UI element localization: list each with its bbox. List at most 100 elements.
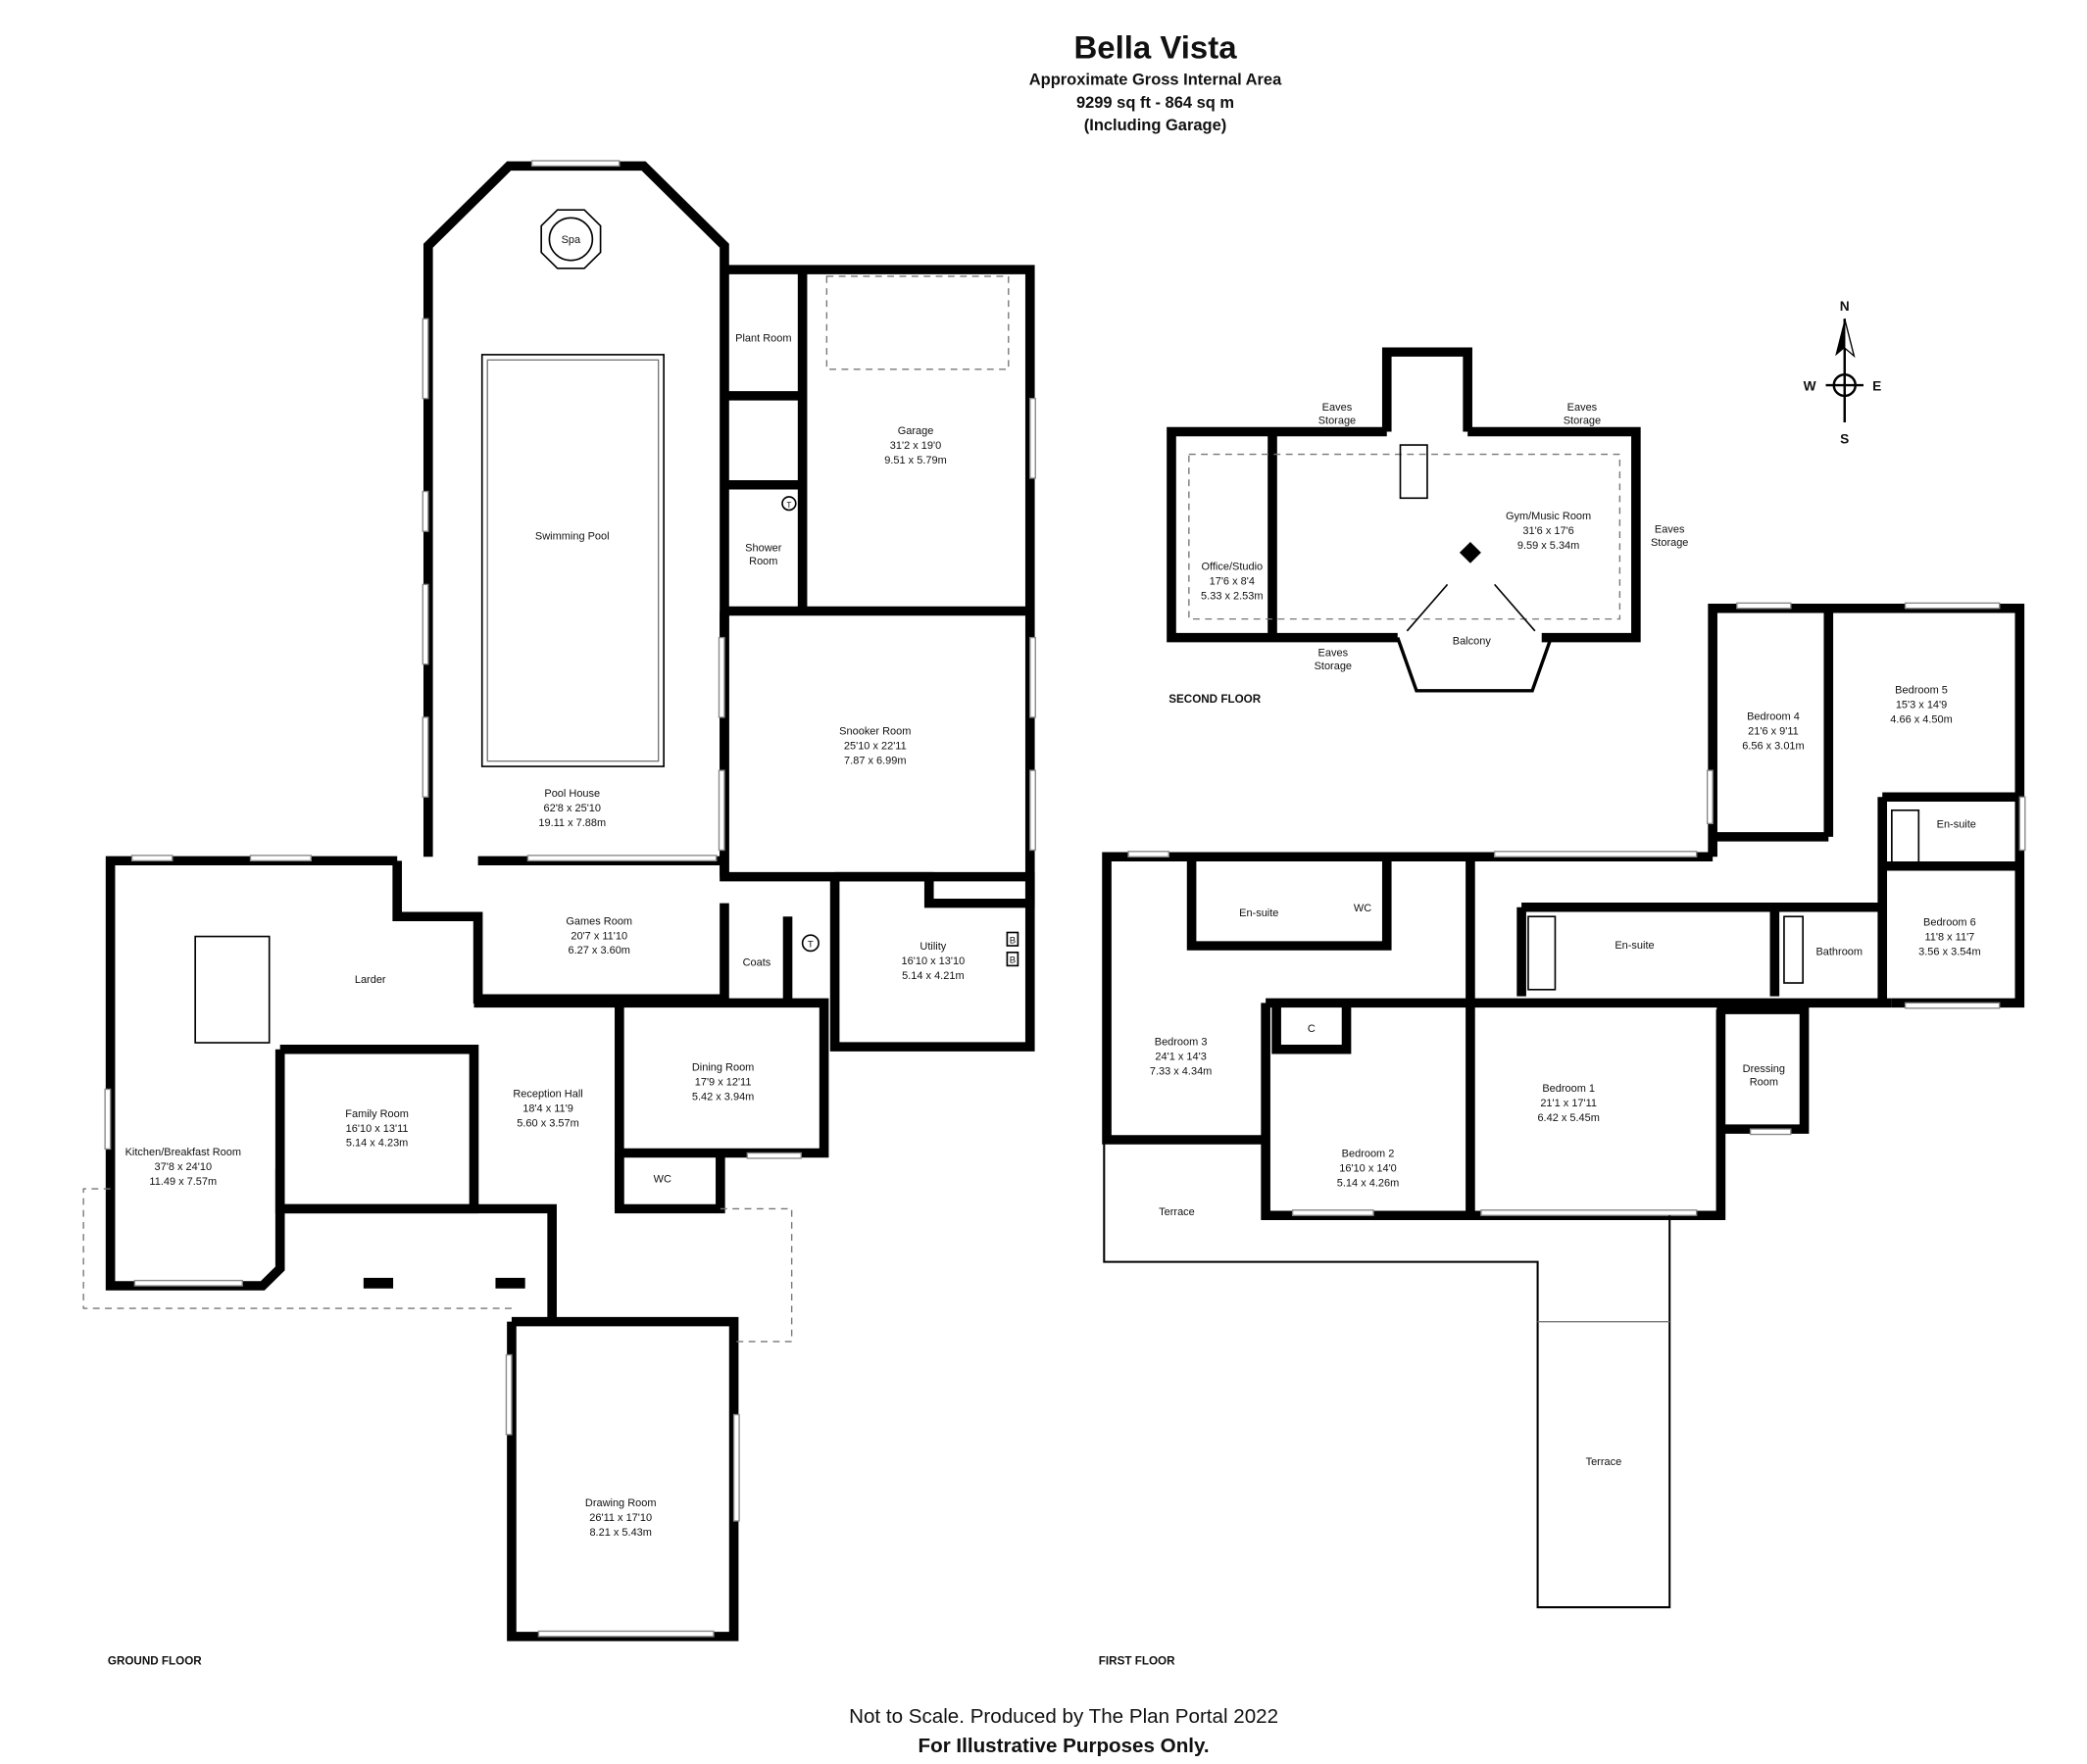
eaves-label: Storage xyxy=(1564,415,1601,426)
room-dims-metric: 5.14 x 4.23m xyxy=(346,1138,408,1150)
eaves-label: Eaves xyxy=(1567,402,1598,414)
room-dims-imperial: 11'8 x 11'7 xyxy=(1925,932,1975,944)
room-dims-metric: 7.33 x 4.34m xyxy=(1150,1066,1212,1078)
eaves-label: Eaves xyxy=(1318,648,1349,660)
room-label: Gym/Music Room xyxy=(1506,511,1591,522)
room-label: Bedroom 4 xyxy=(1747,711,1800,723)
compass-s: S xyxy=(1840,432,1849,447)
room-label: Bedroom 3 xyxy=(1155,1037,1208,1049)
compass-w: W xyxy=(1804,379,1816,394)
room-dims-metric: 11.49 x 7.57m xyxy=(149,1176,217,1188)
room-label: Pool House xyxy=(544,788,600,800)
room-label: Snooker Room xyxy=(839,726,911,738)
room-dims-imperial: 17'9 x 12'11 xyxy=(695,1076,752,1088)
room-label: En-suite xyxy=(1239,907,1278,919)
first-floor-label: FIRST FLOOR xyxy=(1099,1655,1175,1667)
terrace-label: Terrace xyxy=(1159,1206,1195,1218)
room-dims-metric: 5.33 x 2.53m xyxy=(1201,590,1263,602)
room-dims-metric: 8.21 x 5.43m xyxy=(589,1527,651,1539)
compass: N S E W xyxy=(1804,299,1882,446)
tank-symbol: T xyxy=(786,501,791,510)
compass-e: E xyxy=(1872,379,1881,394)
room-label: Garage xyxy=(898,425,934,437)
room-dims-imperial: 20'7 x 11'10 xyxy=(571,930,627,942)
room-label: Swimming Pool xyxy=(535,530,610,542)
second-floor-label: SECOND FLOOR xyxy=(1168,694,1262,706)
room-label: Room xyxy=(749,556,777,567)
eaves-label: Eaves xyxy=(1322,402,1353,414)
ground-floor-plan xyxy=(82,160,1036,1642)
room-dims-imperial: 31'2 x 19'0 xyxy=(890,440,941,452)
room-label: Shower xyxy=(745,543,782,555)
room-dims-imperial: 16'10 x 14'0 xyxy=(1339,1163,1397,1175)
room-label: En-suite xyxy=(1937,818,1976,830)
room-label: En-suite xyxy=(1615,940,1654,952)
room-dims-metric: 5.14 x 4.26m xyxy=(1337,1177,1399,1189)
room-dims-metric: 6.42 x 5.45m xyxy=(1537,1112,1599,1124)
room-dims-metric: 9.59 x 5.34m xyxy=(1517,540,1579,552)
first-floor-plan xyxy=(1102,602,2026,1609)
second-floor-plan xyxy=(1167,347,1641,693)
eaves-label: Eaves xyxy=(1655,524,1685,536)
room-dims-metric: 6.56 x 3.01m xyxy=(1742,741,1804,753)
room-label: Office/Studio xyxy=(1201,562,1263,573)
room-dims-metric: 5.60 x 3.57m xyxy=(517,1117,578,1129)
room-dims-imperial: 18'4 x 11'9 xyxy=(522,1103,573,1115)
property-title: Bella Vista xyxy=(1073,29,1237,66)
header: Bella Vista Approximate Gross Internal A… xyxy=(1029,29,1282,134)
room-dims-metric: 19.11 x 7.88m xyxy=(538,817,606,829)
area-note: (Including Garage) xyxy=(1084,117,1226,134)
room-label: Larder xyxy=(355,974,386,986)
room-label: Room xyxy=(1750,1076,1778,1088)
eaves-label: Storage xyxy=(1651,537,1688,549)
boiler-symbol: B xyxy=(1010,935,1016,946)
room-label: Kitchen/Breakfast Room xyxy=(125,1147,241,1158)
area-value: 9299 sq ft - 864 sq m xyxy=(1076,94,1234,112)
room-dims-imperial: 62'8 x 25'10 xyxy=(543,803,601,814)
eaves-label: Storage xyxy=(1315,661,1352,672)
room-dims-metric: 6.27 x 3.60m xyxy=(568,945,629,956)
room-label: Bedroom 2 xyxy=(1342,1149,1395,1160)
room-dims-imperial: 21'6 x 9'11 xyxy=(1748,726,1799,738)
room-label: Utility xyxy=(919,941,946,953)
room-dims-metric: 5.42 x 3.94m xyxy=(692,1091,754,1102)
boiler-symbol: B xyxy=(1010,956,1016,966)
room-label: Bedroom 1 xyxy=(1542,1083,1595,1095)
room-label: WC xyxy=(1354,903,1371,914)
room-label: Bedroom 5 xyxy=(1895,685,1948,697)
room-label: C xyxy=(1308,1023,1316,1035)
room-dims-metric: 7.87 x 6.99m xyxy=(844,755,906,766)
swimming-pool xyxy=(480,354,665,767)
room-label: Dining Room xyxy=(692,1062,754,1074)
room-dims-imperial: 15'3 x 14'9 xyxy=(1896,699,1947,710)
room-label: WC xyxy=(654,1173,671,1185)
compass-n: N xyxy=(1840,299,1850,314)
ground-floor-labels: Spa Swimming Pool Pool House 62'8 x 25'1… xyxy=(108,234,1019,1667)
room-dims-imperial: 37'8 x 24'10 xyxy=(155,1161,213,1173)
room-label: Spa xyxy=(562,234,581,246)
footer: Not to Scale. Produced by The Plan Porta… xyxy=(849,1705,1278,1757)
second-floor-labels: Eaves Storage Eaves Storage Eaves Storag… xyxy=(1168,402,1688,706)
first-floor-labels: Bedroom 4 21'6 x 9'11 6.56 x 3.01m Bedro… xyxy=(1099,685,1981,1668)
room-label: Games Room xyxy=(566,915,632,927)
illustrative-note: For Illustrative Purposes Only. xyxy=(919,1735,1210,1757)
room-label: Coats xyxy=(743,956,771,968)
room-dims-metric: 9.51 x 5.79m xyxy=(884,455,946,466)
room-dims-imperial: 26'11 x 17'10 xyxy=(589,1512,652,1524)
room-label: Dressing xyxy=(1743,1063,1785,1075)
area-label: Approximate Gross Internal Area xyxy=(1029,72,1282,89)
room-dims-metric: 3.56 x 3.54m xyxy=(1918,947,1980,958)
room-label: Bathroom xyxy=(1815,947,1863,958)
room-label: Bedroom 6 xyxy=(1923,917,1976,929)
terrace-label: Terrace xyxy=(1586,1456,1622,1468)
room-label: Balcony xyxy=(1453,635,1492,647)
room-dims-imperial: 24'1 x 14'3 xyxy=(1155,1052,1206,1063)
tank-symbol: T xyxy=(808,939,814,950)
room-dims-imperial: 21'1 x 17'11 xyxy=(1540,1098,1597,1109)
room-label: Plant Room xyxy=(735,332,791,344)
room-label: Drawing Room xyxy=(585,1497,657,1509)
room-label: Reception Hall xyxy=(513,1089,582,1101)
disclaimer: Not to Scale. Produced by The Plan Porta… xyxy=(849,1705,1278,1728)
room-dims-imperial: 25'10 x 22'11 xyxy=(844,741,907,753)
